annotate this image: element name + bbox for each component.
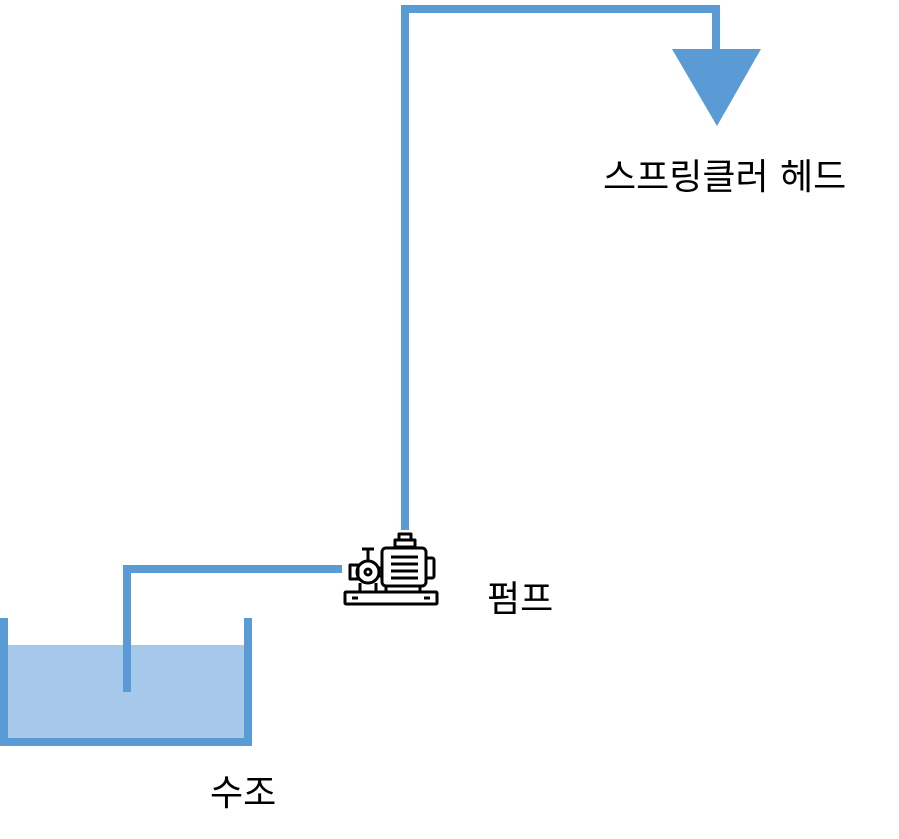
water-tank (0, 618, 252, 746)
pump-label: 펌프 (487, 579, 554, 620)
discharge-pipe (401, 5, 720, 530)
pump-icon (343, 532, 439, 606)
suction-pipe (123, 565, 342, 692)
water-tank-label: 수조 (210, 773, 277, 814)
sprinkler-head-icon (672, 49, 761, 126)
sprinkler-head-label: 스프링클러 헤드 (603, 157, 847, 198)
